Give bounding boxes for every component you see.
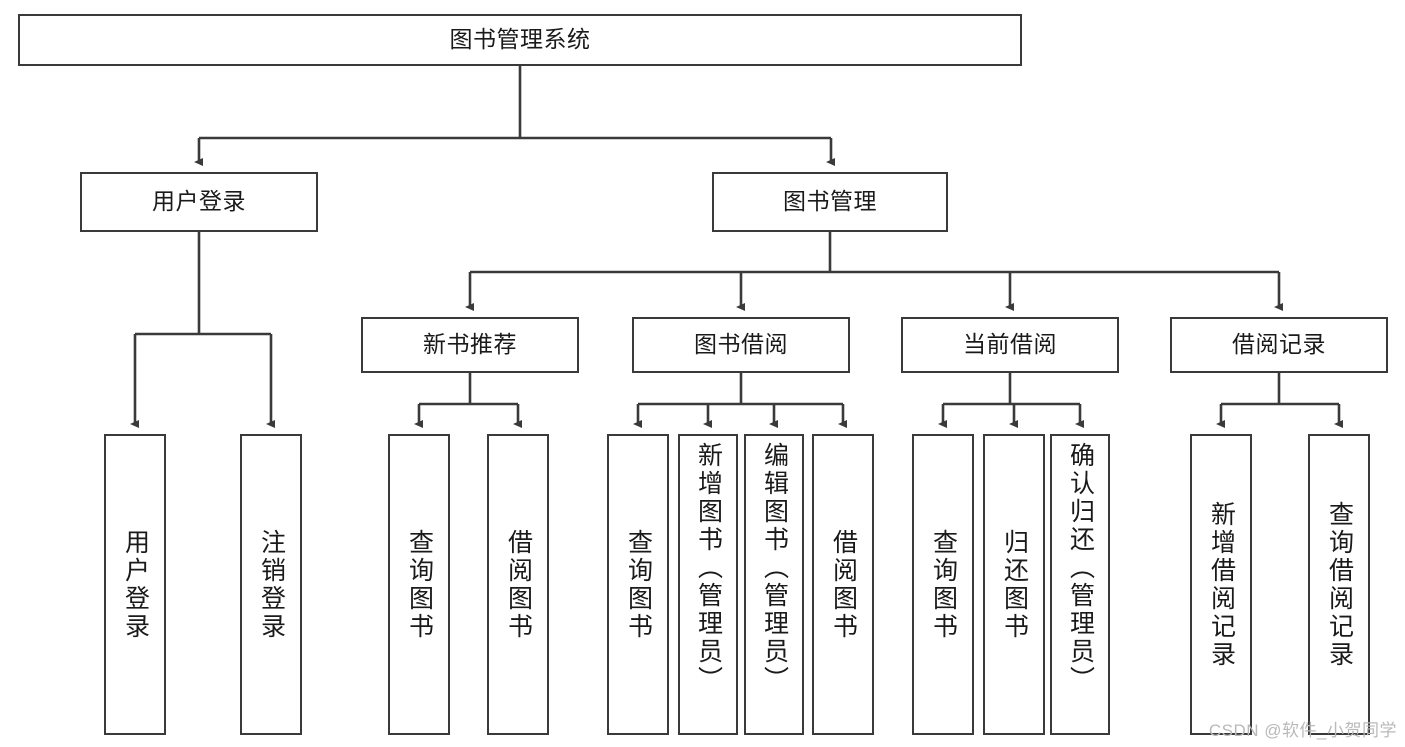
node-leaf-label: 归还图书 — [1000, 528, 1029, 641]
node-leaf[interactable]: 查询图书 — [912, 434, 974, 735]
node-user-login[interactable]: 用户登录 — [80, 172, 318, 232]
node-book-borrow-label: 图书借阅 — [694, 331, 788, 358]
node-leaf-label: 确认归还（管理员） — [1066, 442, 1095, 694]
node-book-management[interactable]: 图书管理 — [712, 172, 948, 232]
node-current-borrow-label: 当前借阅 — [963, 331, 1057, 358]
node-leaf-label: 查询图书 — [929, 528, 958, 641]
node-leaf-label: 查询图书 — [405, 528, 434, 641]
node-leaf[interactable]: 新增图书（管理员） — [678, 434, 738, 735]
node-leaf-label: 借阅图书 — [829, 528, 858, 641]
node-current-borrow[interactable]: 当前借阅 — [901, 317, 1119, 373]
node-leaf[interactable]: 借阅图书 — [812, 434, 874, 735]
node-leaf-label: 查询图书 — [624, 528, 653, 641]
node-root-label: 图书管理系统 — [449, 26, 591, 53]
node-leaf[interactable]: 查询图书 — [388, 434, 450, 735]
node-leaf-label: 查询借阅记录 — [1325, 500, 1354, 669]
node-leaf-label: 新增图书（管理员） — [694, 442, 723, 694]
node-leaf[interactable]: 确认归还（管理员） — [1050, 434, 1110, 735]
node-new-book-recommend[interactable]: 新书推荐 — [361, 317, 579, 373]
node-leaf[interactable]: 新增借阅记录 — [1190, 434, 1252, 735]
node-book-management-label: 图书管理 — [783, 188, 877, 215]
node-root[interactable]: 图书管理系统 — [18, 14, 1022, 66]
node-user-login-label: 用户登录 — [152, 188, 246, 215]
node-leaf-label: 编辑图书（管理员） — [760, 442, 789, 694]
node-leaf[interactable]: 查询借阅记录 — [1308, 434, 1370, 735]
node-book-borrow[interactable]: 图书借阅 — [632, 317, 850, 373]
node-leaf[interactable]: 查询图书 — [607, 434, 669, 735]
node-leaf[interactable]: 注销登录 — [240, 434, 302, 735]
node-leaf[interactable]: 用户登录 — [104, 434, 166, 735]
watermark: CSDN @软件_小贺同学 — [1208, 721, 1397, 740]
node-leaf[interactable]: 编辑图书（管理员） — [744, 434, 804, 735]
node-leaf[interactable]: 借阅图书 — [487, 434, 549, 735]
node-leaf-label: 新增借阅记录 — [1207, 500, 1236, 669]
node-leaf-label: 借阅图书 — [504, 528, 533, 641]
node-borrow-record-label: 借阅记录 — [1232, 331, 1326, 358]
node-leaf[interactable]: 归还图书 — [983, 434, 1045, 735]
node-borrow-record[interactable]: 借阅记录 — [1170, 317, 1388, 373]
node-leaf-label: 注销登录 — [257, 528, 286, 641]
node-leaf-label: 用户登录 — [121, 528, 150, 641]
node-new-book-recommend-label: 新书推荐 — [423, 331, 517, 358]
